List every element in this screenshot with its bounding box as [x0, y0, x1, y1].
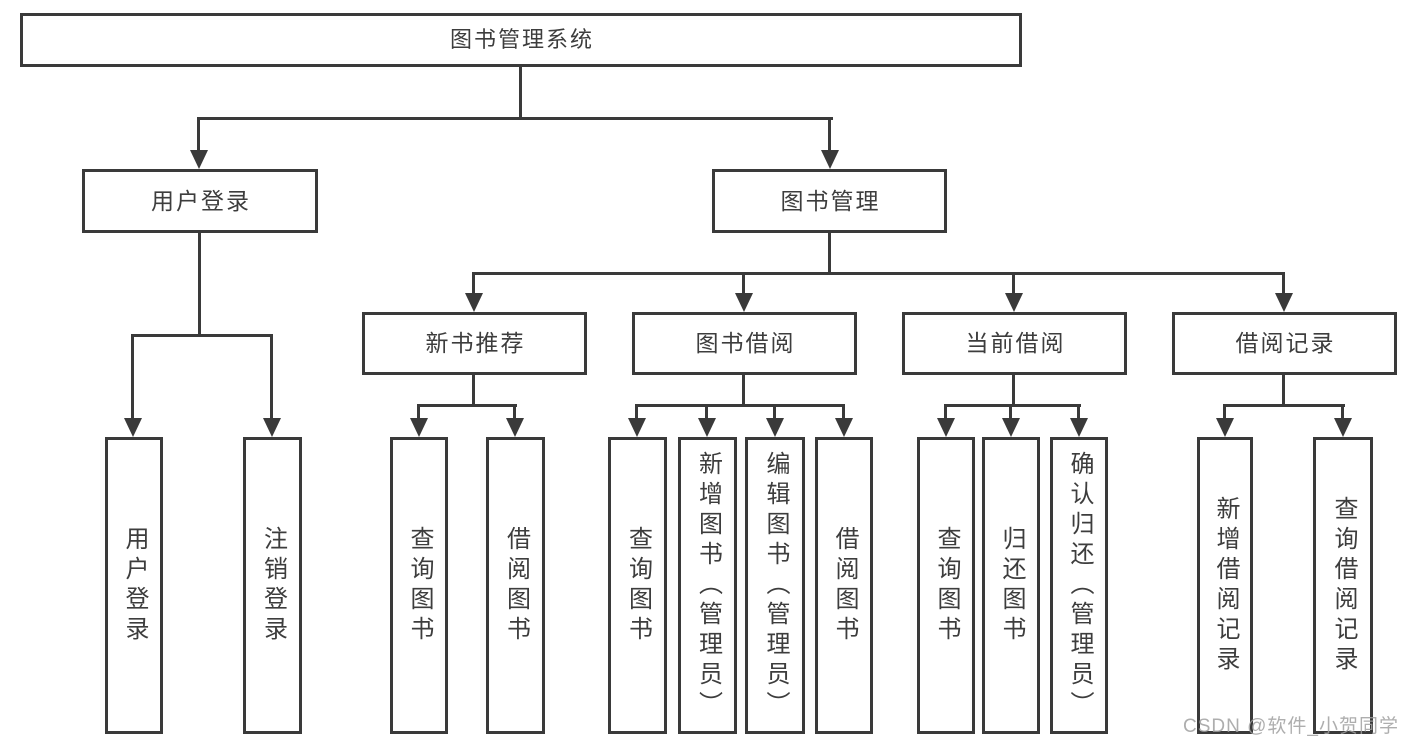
connector-line	[197, 117, 833, 120]
arrowhead-icon	[766, 418, 784, 437]
connector-line	[1077, 404, 1080, 418]
arrowhead-icon	[410, 418, 428, 437]
node-user-login: 用户登录	[82, 169, 318, 233]
connector-line	[944, 404, 947, 418]
arrowhead-icon	[628, 418, 646, 437]
connector-line	[417, 404, 420, 418]
connector-line	[472, 375, 475, 405]
arrowhead-icon	[263, 418, 281, 437]
leaf-borrow-books-2: 借阅图书	[815, 437, 873, 734]
arrowhead-icon	[1070, 418, 1088, 437]
leaf-query-borrow-record: 查询借阅记录	[1313, 437, 1373, 734]
connector-line	[1223, 404, 1226, 418]
connector-line	[742, 272, 745, 293]
node-root: 图书管理系统	[20, 13, 1022, 67]
leaf-borrow-books-1: 借阅图书	[486, 437, 545, 734]
connector-line	[944, 404, 1081, 407]
connector-line	[773, 404, 776, 418]
arrowhead-icon	[937, 418, 955, 437]
arrowhead-icon	[465, 293, 483, 312]
connector-line	[1009, 404, 1012, 418]
arrowhead-icon	[506, 418, 524, 437]
connector-line	[472, 272, 475, 293]
connector-line	[1282, 375, 1285, 405]
node-current-borrow: 当前借阅	[902, 312, 1127, 375]
connector-line	[828, 117, 831, 151]
connector-line	[635, 404, 845, 407]
connector-line	[198, 233, 201, 335]
arrowhead-icon	[1216, 418, 1234, 437]
connector-line	[635, 404, 638, 418]
connector-line	[1012, 272, 1015, 293]
watermark: CSDN @软件_小贺同学	[1183, 716, 1399, 737]
connector-line	[1223, 404, 1345, 407]
node-book-management: 图书管理	[712, 169, 947, 233]
connector-line	[742, 375, 745, 405]
arrowhead-icon	[1002, 418, 1020, 437]
connector-line	[197, 117, 200, 151]
arrowhead-icon	[190, 150, 208, 169]
arrowhead-icon	[821, 150, 839, 169]
leaf-query-books-1: 查询图书	[390, 437, 448, 734]
leaf-add-borrow-record: 新增借阅记录	[1197, 437, 1253, 734]
connector-line	[1012, 375, 1015, 405]
arrowhead-icon	[698, 418, 716, 437]
arrowhead-icon	[835, 418, 853, 437]
connector-line	[1341, 404, 1344, 418]
connector-line	[828, 233, 831, 273]
node-new-book-recommend: 新书推荐	[362, 312, 587, 375]
connector-line	[1282, 272, 1285, 293]
node-borrow-record: 借阅记录	[1172, 312, 1397, 375]
connector-line	[513, 404, 516, 418]
connector-line	[842, 404, 845, 418]
connector-line	[270, 334, 273, 418]
arrowhead-icon	[735, 293, 753, 312]
arrowhead-icon	[124, 418, 142, 437]
leaf-logout: 注销登录	[243, 437, 302, 734]
arrowhead-icon	[1275, 293, 1293, 312]
leaf-confirm-return-admin: 确认归还（管理员）	[1050, 437, 1108, 734]
leaf-edit-books-admin: 编辑图书（管理员）	[745, 437, 805, 734]
leaf-return-books: 归还图书	[982, 437, 1040, 734]
connector-line	[417, 404, 517, 407]
leaf-query-books-2: 查询图书	[608, 437, 667, 734]
leaf-query-books-3: 查询图书	[917, 437, 975, 734]
connector-line	[131, 334, 273, 337]
leaf-add-books-admin: 新增图书（管理员）	[678, 437, 737, 734]
connector-line	[705, 404, 708, 418]
connector-line	[472, 272, 1285, 275]
connector-line	[131, 334, 134, 418]
leaf-user-login: 用户登录	[105, 437, 163, 734]
connector-line	[519, 67, 522, 118]
arrowhead-icon	[1334, 418, 1352, 437]
node-book-borrow: 图书借阅	[632, 312, 857, 375]
arrowhead-icon	[1005, 293, 1023, 312]
